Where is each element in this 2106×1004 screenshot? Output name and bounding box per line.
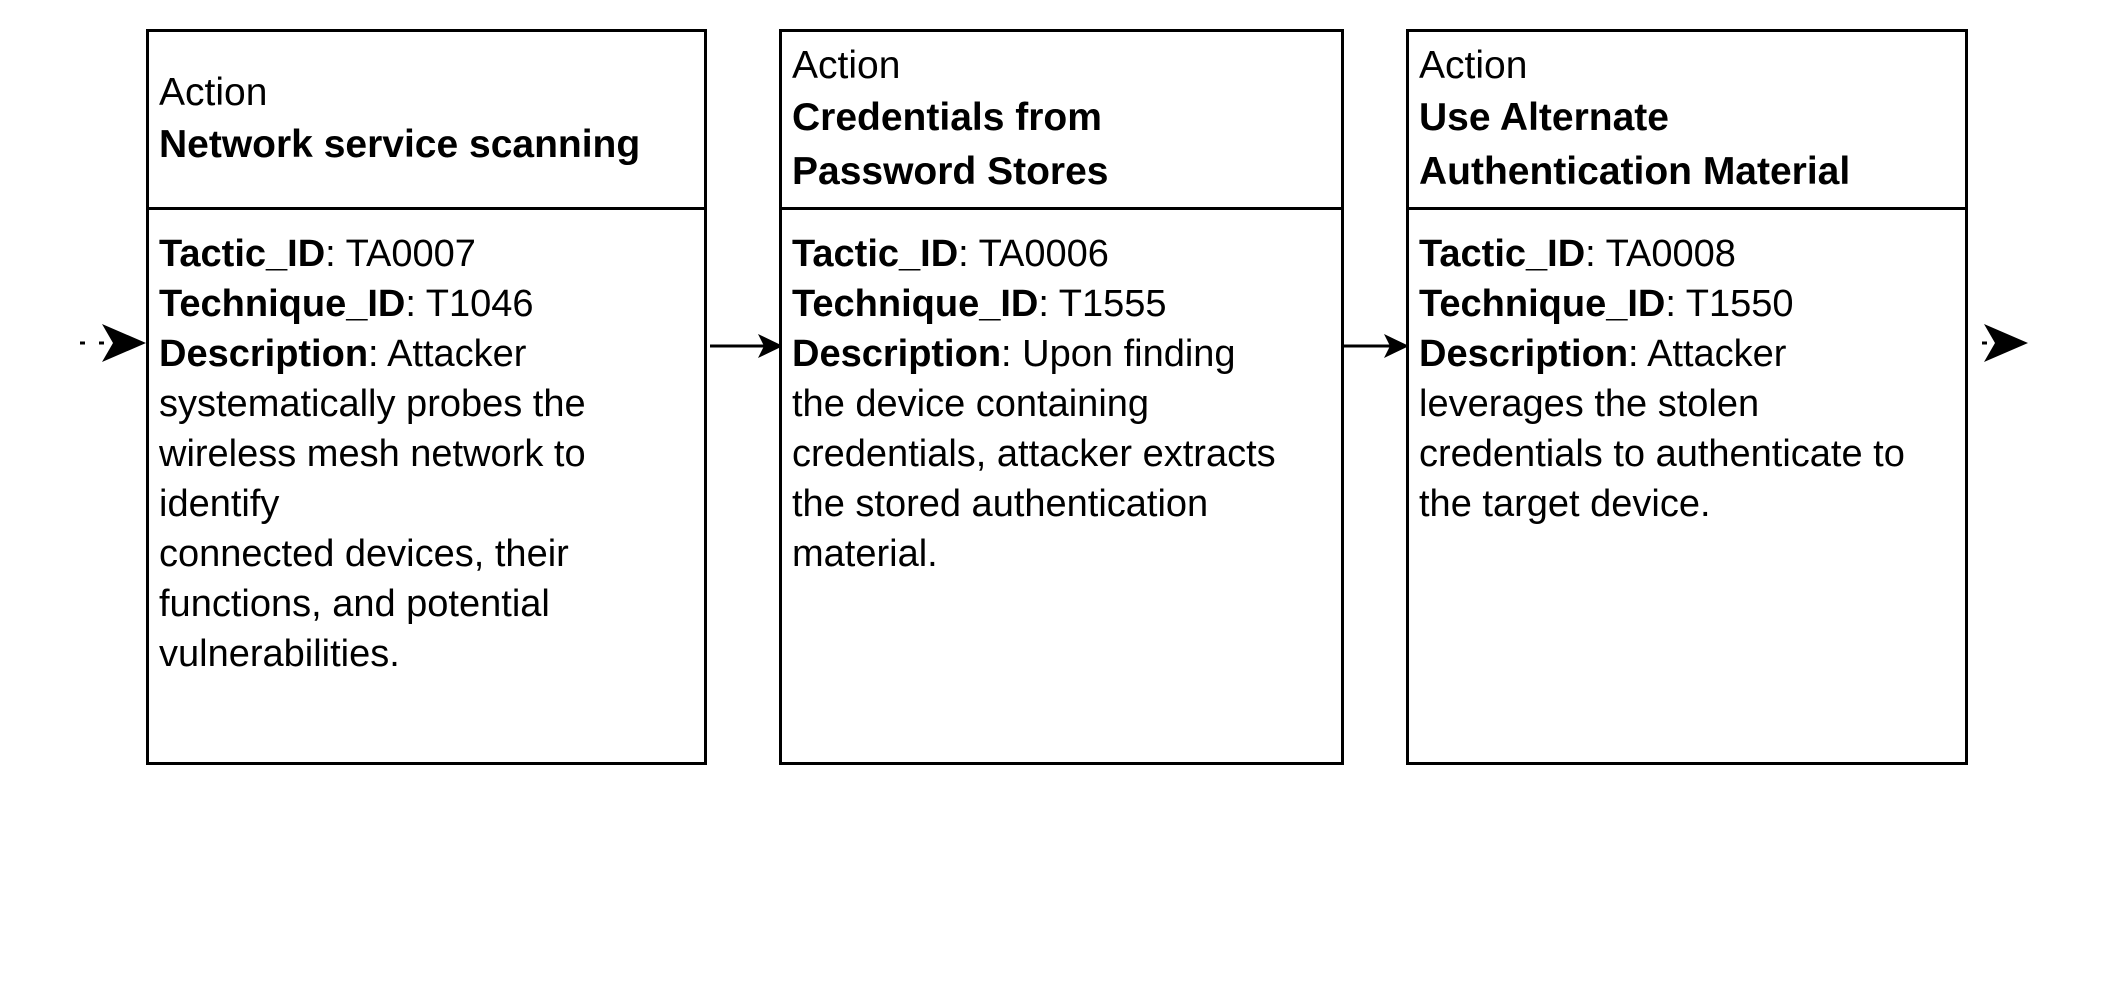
tactic-key: Tactic_ID [1419,233,1586,275]
card-header: Action Use Alternate Authentication Mate… [1409,32,1965,210]
description-key: Description [1419,333,1629,375]
technique-key: Technique_ID [159,283,406,325]
tactic-value: TA0008 [1605,233,1736,275]
tactic-row: Tactic_ID: TA0006 [792,233,1109,275]
tactic-key: Tactic_ID [159,233,326,275]
tactic-row: Tactic_ID: TA0007 [159,233,476,275]
action-card-credentials-from-password-stores[interactable]: Action Credentials from Password Stores … [779,29,1344,765]
node-kind-label: Action [792,43,901,87]
description-row: Description: Upon finding the device con… [792,333,1276,575]
card-body: Tactic_ID: TA0006 Technique_ID: T1555 De… [782,207,1341,762]
card-body: Tactic_ID: TA0007 Technique_ID: T1046 De… [149,207,704,762]
outgoing-arrowhead [1984,324,2028,362]
tactic-value: TA0006 [978,233,1109,275]
card-body: Tactic_ID: TA0008 Technique_ID: T1550 De… [1409,207,1965,762]
technique-value: T1046 [425,283,534,325]
technique-row: Technique_ID: T1046 [159,283,534,325]
edge-1-to-2-arrowhead [758,334,783,358]
incoming-arrowhead [102,324,146,362]
card-header: Action Credentials from Password Stores [782,32,1341,210]
description-key: Description [792,333,1002,375]
action-title: Credentials from Password Stores [792,95,1109,193]
tactic-value: TA0007 [345,233,476,275]
action-card-use-alternate-authentication-material[interactable]: Action Use Alternate Authentication Mate… [1406,29,1968,765]
description-value: Upon finding the device containing crede… [792,333,1276,575]
node-kind-label: Action [159,70,268,114]
tactic-row: Tactic_ID: TA0008 [1419,233,1736,275]
technique-row: Technique_ID: T1550 [1419,283,1794,325]
description-row: Description: Attacker systematically pro… [159,333,586,675]
action-title: Network service scanning [159,122,641,166]
card-header: Action Network service scanning [149,32,704,210]
description-key: Description [159,333,369,375]
technique-row: Technique_ID: T1555 [792,283,1167,325]
node-kind-label: Action [1419,43,1528,87]
description-row: Description: Attacker leverages the stol… [1419,333,1905,525]
technique-key: Technique_ID [1419,283,1666,325]
technique-key: Technique_ID [792,283,1039,325]
edge-2-to-3-arrowhead [1384,334,1409,358]
technique-value: T1555 [1058,283,1167,325]
action-card-network-service-scanning[interactable]: Action Network service scanning Tactic_I… [146,29,707,765]
description-value: Attacker leverages the stolen credential… [1419,333,1905,525]
tactic-key: Tactic_ID [792,233,959,275]
technique-value: T1550 [1685,283,1794,325]
action-title: Use Alternate Authentication Material [1419,95,1851,193]
description-value: Attacker systematically probes the wirel… [159,333,586,675]
